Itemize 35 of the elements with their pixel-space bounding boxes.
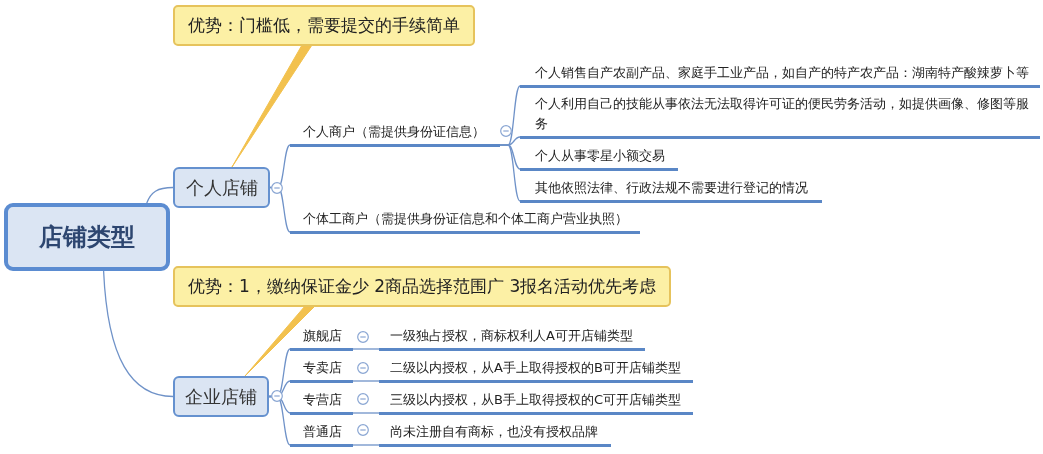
- branch-line: [352, 348, 380, 350]
- branch-line: [352, 380, 380, 382]
- subtopic-text: 三级以内授权，从B手上取得授权的C可开店铺类型: [390, 390, 681, 409]
- subtopic-text: 普通店: [303, 422, 342, 441]
- central-topic-box: [4, 203, 170, 271]
- subtopic-text: 尚未注册自有商标，也没有授权品牌: [390, 422, 598, 441]
- main-topic-text: 企业店铺: [185, 384, 257, 409]
- branch-line: [269, 186, 291, 233]
- central-topic-text: 店铺类型: [39, 222, 135, 253]
- subtopic-text: 专营店: [303, 390, 342, 409]
- main-topic-box: [173, 376, 269, 417]
- subtopic-text: 个体工商户（需提供身份证信息和个体工商户营业执照）: [303, 209, 628, 228]
- callout-text: 优势：门槛低，需要提交的手续简单: [188, 14, 460, 37]
- branch-line: [352, 444, 380, 446]
- main-topic-box: [173, 167, 270, 208]
- branch-line: [146, 186, 174, 204]
- callout-text: 优势：1，缴纳保证金少 2商品选择范围广 3报名活动优先考虑: [188, 275, 657, 298]
- subtopic-text: 个人从事零星小额交易: [535, 146, 665, 165]
- subtopic-text: 一级独占授权，商标权利人A可开店铺类型: [390, 326, 633, 345]
- main-topic-text: 个人店铺: [185, 175, 258, 200]
- subtopic-text: 专卖店: [303, 358, 342, 377]
- callout-pointer: [244, 305, 316, 377]
- subtopic-text: 个人利用自己的技能从事依法无法取得许可证的便民劳务活动，如提供画像、修图等服务: [535, 94, 1030, 133]
- branch-line: [499, 144, 521, 202]
- callout-box: [173, 5, 475, 46]
- subtopic-text: 个人商户（需提供身份证信息）: [303, 122, 485, 141]
- subtopic-text: 其他依照法律、行政法规不需要进行登记的情况: [535, 178, 808, 197]
- subtopic-text: 二级以内授权，从A手上取得授权的B可开店铺类型: [390, 358, 681, 377]
- branch-line: [268, 395, 291, 446]
- branch-line: [352, 412, 380, 414]
- callout-pointer: [231, 44, 313, 168]
- branch-line: [102, 270, 174, 398]
- subtopic-text: 旗舰店: [303, 326, 342, 345]
- subtopic-text: 个人销售自产农副产品、家庭手工业产品，如自产的特产农产品：湖南特产酸辣萝卜等: [535, 63, 1029, 82]
- callout-box: [173, 266, 672, 307]
